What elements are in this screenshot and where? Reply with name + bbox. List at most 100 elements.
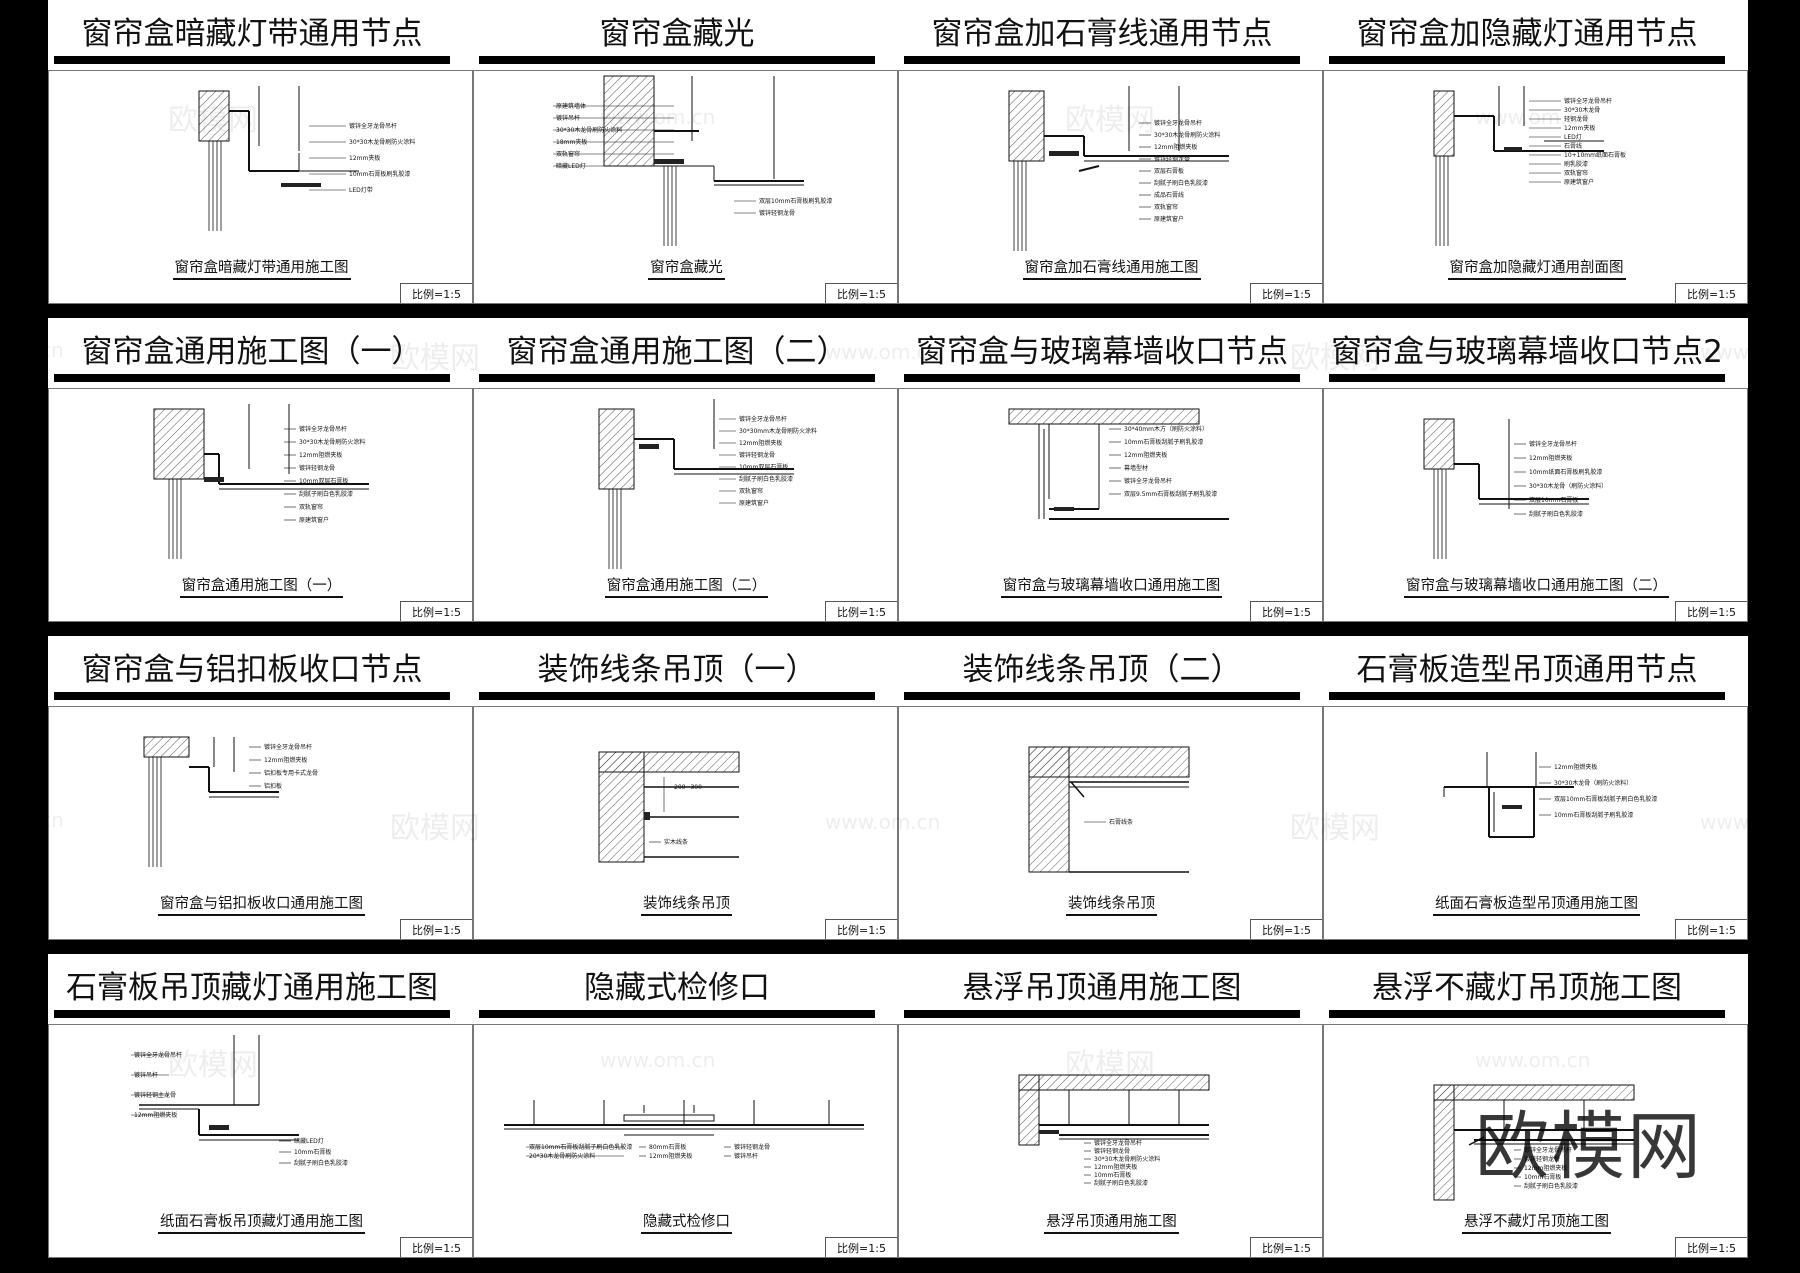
- drawing-block: [654, 159, 684, 164]
- leader-note: 镀锌吊杆: [134, 1071, 158, 1079]
- leader-note: 10mm双层石膏板: [739, 463, 788, 471]
- drawing-caption-text: 窗帘盒与玻璃幕墙收口通用施工图: [1000, 574, 1223, 598]
- drawing-group: 石膏线条: [1028, 746, 1190, 873]
- drawing-block: [1039, 1130, 1059, 1134]
- drawing-caption: 纸面石膏板吊顶藏灯通用施工图: [49, 1210, 474, 1234]
- leader-note: 成品石膏线: [1154, 191, 1184, 199]
- construction-drawing: 镀锌全牙龙骨吊杆30*30木龙骨刷防火涂料12mm夹板10mm石膏板刷乳胶漆LE…: [198, 86, 415, 231]
- scale-label: 比例=1:5: [1675, 601, 1747, 621]
- frame-bar-row-2: [0, 622, 1800, 636]
- construction-drawing: 30*40mm木方（刷防火涂料）10mm石膏板刮腻子刷乳胶漆12mm阻燃夹板幕墙…: [1008, 408, 1229, 520]
- leader-note: 刷乳胶漆: [1564, 160, 1588, 168]
- panel-title: 装饰线条吊顶（一）: [479, 640, 875, 700]
- drawing-caption-text: 装饰线条吊顶: [1066, 892, 1157, 916]
- leader-note: 镀锌全牙龙骨吊杆: [349, 122, 397, 130]
- leader-note: 12mm夹板: [1564, 124, 1595, 132]
- drawing-caption-text: 窗帘盒加隐藏灯通用剖面图: [1447, 256, 1626, 280]
- leader-note: 12mm阻燃夹板: [739, 439, 782, 447]
- drawing-group: 镀锌全牙龙骨吊杆30*30mm木龙骨刷防火涂料12mm阻燃夹板镀锌轻钢龙骨10m…: [598, 399, 817, 569]
- leader-note: LED灯带: [349, 186, 373, 194]
- leader-note: 原建筑窗户: [1154, 215, 1184, 223]
- leader-note: 10mm石膏板: [1094, 1171, 1131, 1179]
- drawing-group: 30*40mm木方（刷防火涂料）10mm石膏板刮腻子刷乳胶漆12mm阻燃夹板幕墙…: [1008, 408, 1229, 520]
- leader-note: 12mm阻燃夹板: [649, 1152, 692, 1160]
- om-logo-watermark: 欧模网: [1475, 1104, 1703, 1190]
- scale-label: 比例=1:5: [1250, 919, 1322, 939]
- concrete-hatch: [598, 408, 635, 490]
- leader-note: 幕墙型材: [1124, 464, 1148, 472]
- panel-title: 窗帘盒加隐藏灯通用节点: [1329, 4, 1725, 64]
- drawing-caption-text: 窗帘盒藏光: [648, 256, 725, 280]
- concrete-hatch: [1433, 90, 1455, 157]
- leader-note: 镀锌轻钢龙骨: [1154, 155, 1190, 163]
- concrete-hatch: [1008, 408, 1200, 425]
- drawing-caption: 窗帘盒与铝扣板收口通用施工图: [49, 892, 474, 916]
- frame-bar-row-1: [0, 304, 1800, 318]
- leader-note: 镀锌轻钢龙骨: [1524, 1155, 1560, 1163]
- leader-note: 10mm石膏板: [1524, 1173, 1561, 1181]
- leader-note: 镀锌轻钢龙骨: [734, 1143, 770, 1151]
- drawing-caption: 窗帘盒与玻璃幕墙收口通用施工图（二）: [1324, 574, 1749, 598]
- frame-bar-left: [0, 0, 48, 1273]
- panel-title: 装饰线条吊顶（二）: [904, 640, 1300, 700]
- leader-note: 10+10mm纸面石膏板: [1564, 151, 1626, 159]
- panel-title: 窗帘盒通用施工图（二）: [479, 322, 875, 382]
- drawing-group: 镀锌全牙龙骨吊杆镀锌轻钢龙骨30*30木龙骨刷防火涂料12mm阻燃夹板10mm石…: [1018, 1074, 1210, 1187]
- leader-note: 双轨窗帘: [1564, 169, 1588, 177]
- leader-note: 镀锌全牙龙骨吊杆: [299, 425, 347, 433]
- leader-note: 20*30木龙骨刷防火涂料: [529, 1152, 595, 1160]
- panel-title: 窗帘盒与玻璃幕墙收口节点2: [1329, 322, 1725, 382]
- leader-note: 镀锌全牙龙骨吊杆: [1124, 477, 1172, 485]
- scale-label: 比例=1:5: [400, 1237, 472, 1257]
- scale-label: 比例=1:5: [1250, 283, 1322, 303]
- drawing-caption: 装饰线条吊顶: [899, 892, 1324, 916]
- leader-note: 刮腻子刷白色乳胶漆: [1154, 179, 1208, 187]
- leader-note: 镀锌全牙龙骨吊杆: [1524, 1146, 1572, 1154]
- leader-note: 刮腻子刷白色乳胶漆: [299, 490, 353, 498]
- scale-label: 比例=1:5: [400, 601, 472, 621]
- leader-note: 刮腻子刷白色乳胶漆: [1524, 1182, 1578, 1190]
- leader-note: 双层10mm石膏板刮腻子刷白色乳胶漆: [1554, 795, 1657, 803]
- construction-drawing: 镀锌全牙龙骨吊杆12mm阻燃夹板10mm纸面石膏板刷乳胶漆30*30木龙骨（刷防…: [1423, 418, 1607, 559]
- leader-note: 暗藏LED灯: [294, 1137, 324, 1145]
- leader-note: 镀锌全牙龙骨吊杆: [264, 743, 312, 751]
- leader-note: 10mm双层石膏板: [299, 477, 348, 485]
- construction-drawing: 镀锌全牙龙骨吊杆镀锌吊杆镀锌轻钢主龙骨12mm阻燃夹板暗藏LED灯10mm石膏板…: [131, 1035, 348, 1167]
- drawing-caption: 装饰线条吊顶: [474, 892, 899, 916]
- leader-note: 镀锌全牙龙骨吊杆: [134, 1051, 182, 1059]
- drawing-caption: 窗帘盒与玻璃幕墙收口通用施工图: [899, 574, 1324, 598]
- drawing-caption-text: 纸面石膏板造型吊顶通用施工图: [1433, 892, 1640, 916]
- panel-title: 窗帘盒与玻璃幕墙收口节点: [904, 322, 1300, 382]
- frame-bar-right: [1738, 0, 1800, 1273]
- leader-note: 双层10mm石膏板刮腻子刷白色乳胶漆: [529, 1143, 632, 1151]
- leader-note: 12mm阻燃夹板: [1124, 451, 1167, 459]
- leader-note: 双层10mm石膏板: [1529, 496, 1578, 504]
- drawing-group: 镀锌全牙龙骨吊杆30*30木龙骨刷防火涂料12mm阻燃夹板镀锌轻钢龙骨双层石膏板…: [1008, 86, 1229, 251]
- leader-note: 30*30木龙骨刷防火涂料: [299, 438, 365, 446]
- concrete-hatch: [1433, 1084, 1455, 1201]
- leader-note: 12mm阻燃夹板: [134, 1111, 177, 1119]
- scale-label: 比例=1:5: [825, 919, 897, 939]
- drawing-caption: 窗帘盒加石膏线通用施工图: [899, 256, 1324, 280]
- drawing-caption: 窗帘盒通用施工图（一）: [49, 574, 474, 598]
- concrete-hatch: [598, 751, 645, 863]
- drawing-line: [1078, 165, 1100, 172]
- leader-note: 镀锌全牙龙骨吊杆: [1529, 440, 1577, 448]
